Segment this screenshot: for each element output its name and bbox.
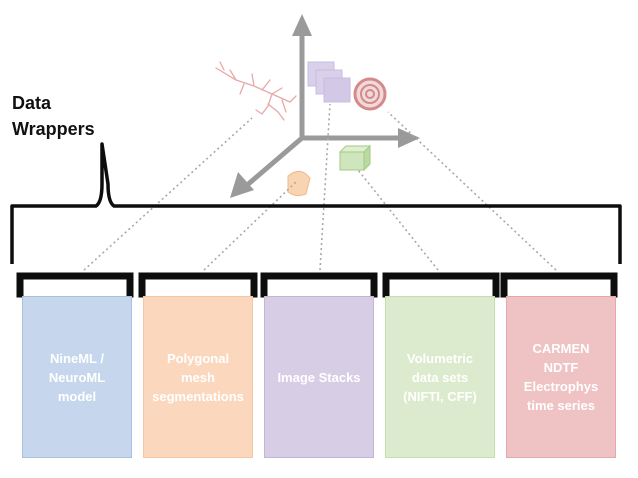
box-bracket-3: [260, 272, 378, 298]
box-nineml-neuroml-label: NineML / NeuroML model: [48, 350, 106, 404]
box-polygonal-mesh: Polygonal mesh segmentations: [143, 296, 253, 458]
dotted-links: [83, 103, 557, 271]
box-volumetric-data-label: Volumetric data sets (NIFTI, CFF): [403, 350, 477, 404]
box-bracket-4: [382, 272, 500, 298]
box-nineml-neuroml: NineML / NeuroML model: [22, 296, 132, 458]
box-volumetric-data: Volumetric data sets (NIFTI, CFF): [385, 296, 495, 458]
axes-3d-icon: [230, 14, 420, 198]
data-wrappers-title: Data Wrappers: [12, 93, 95, 139]
box-image-stacks-label: Image Stacks: [277, 369, 361, 385]
box-bracket-1: [16, 272, 134, 298]
main-bracket: [10, 142, 622, 264]
box-polygonal-mesh-label: Polygonal mesh segmentations: [152, 350, 244, 404]
box-carmen-ndtf: CARMEN NDTF Electrophys time series: [506, 296, 616, 458]
mesh-surface-icon: [287, 170, 311, 197]
neuron-morphology-icon: [215, 61, 297, 121]
box-brackets: [16, 272, 618, 298]
green-cube-icon: [338, 144, 372, 172]
image-stack-icon: [307, 61, 351, 103]
box-carmen-ndtf-label: CARMEN NDTF Electrophys time series: [523, 341, 599, 413]
target-rings-icon: [353, 77, 387, 111]
box-bracket-5: [500, 272, 618, 298]
box-bracket-2: [138, 272, 258, 298]
box-image-stacks: Image Stacks: [264, 296, 374, 458]
